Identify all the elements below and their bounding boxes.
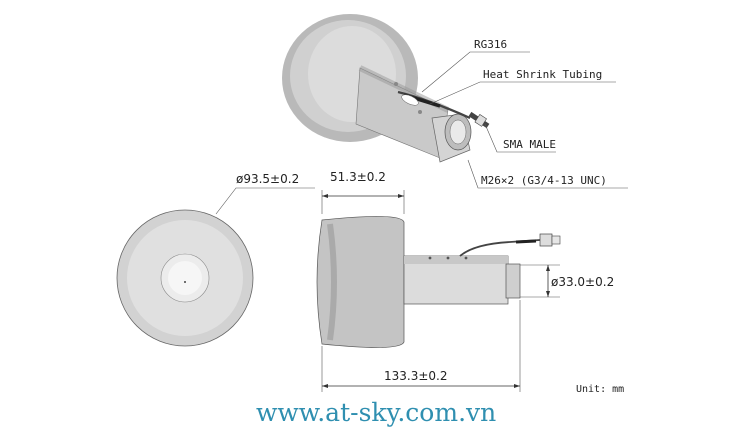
front-view bbox=[116, 209, 254, 347]
height-dim: 51.3±0.2 bbox=[330, 170, 386, 184]
diameter-dim: ø93.5±0.2 bbox=[236, 172, 299, 186]
label-leaders bbox=[421, 51, 628, 189]
connector-label: SMA MALE bbox=[503, 138, 556, 151]
total-length-dim: 133.3±0.2 bbox=[384, 369, 448, 383]
diameter-leader bbox=[215, 187, 315, 215]
cable-label: RG316 bbox=[474, 38, 507, 51]
unit-label: Unit: mm bbox=[576, 384, 624, 395]
mount-diameter-dim: ø33.0±0.2 bbox=[551, 275, 614, 289]
website-watermark: www.at-sky.com.vn bbox=[256, 398, 496, 427]
thread-label: M26×2 (G3/4-13 UNC) bbox=[481, 174, 607, 187]
tubing-label: Heat Shrink Tubing bbox=[483, 68, 602, 81]
isometric-view bbox=[282, 14, 490, 163]
height-dimension bbox=[321, 190, 405, 214]
side-view bbox=[316, 216, 561, 348]
mount-dimension bbox=[520, 264, 560, 298]
length-dimension bbox=[321, 300, 521, 392]
